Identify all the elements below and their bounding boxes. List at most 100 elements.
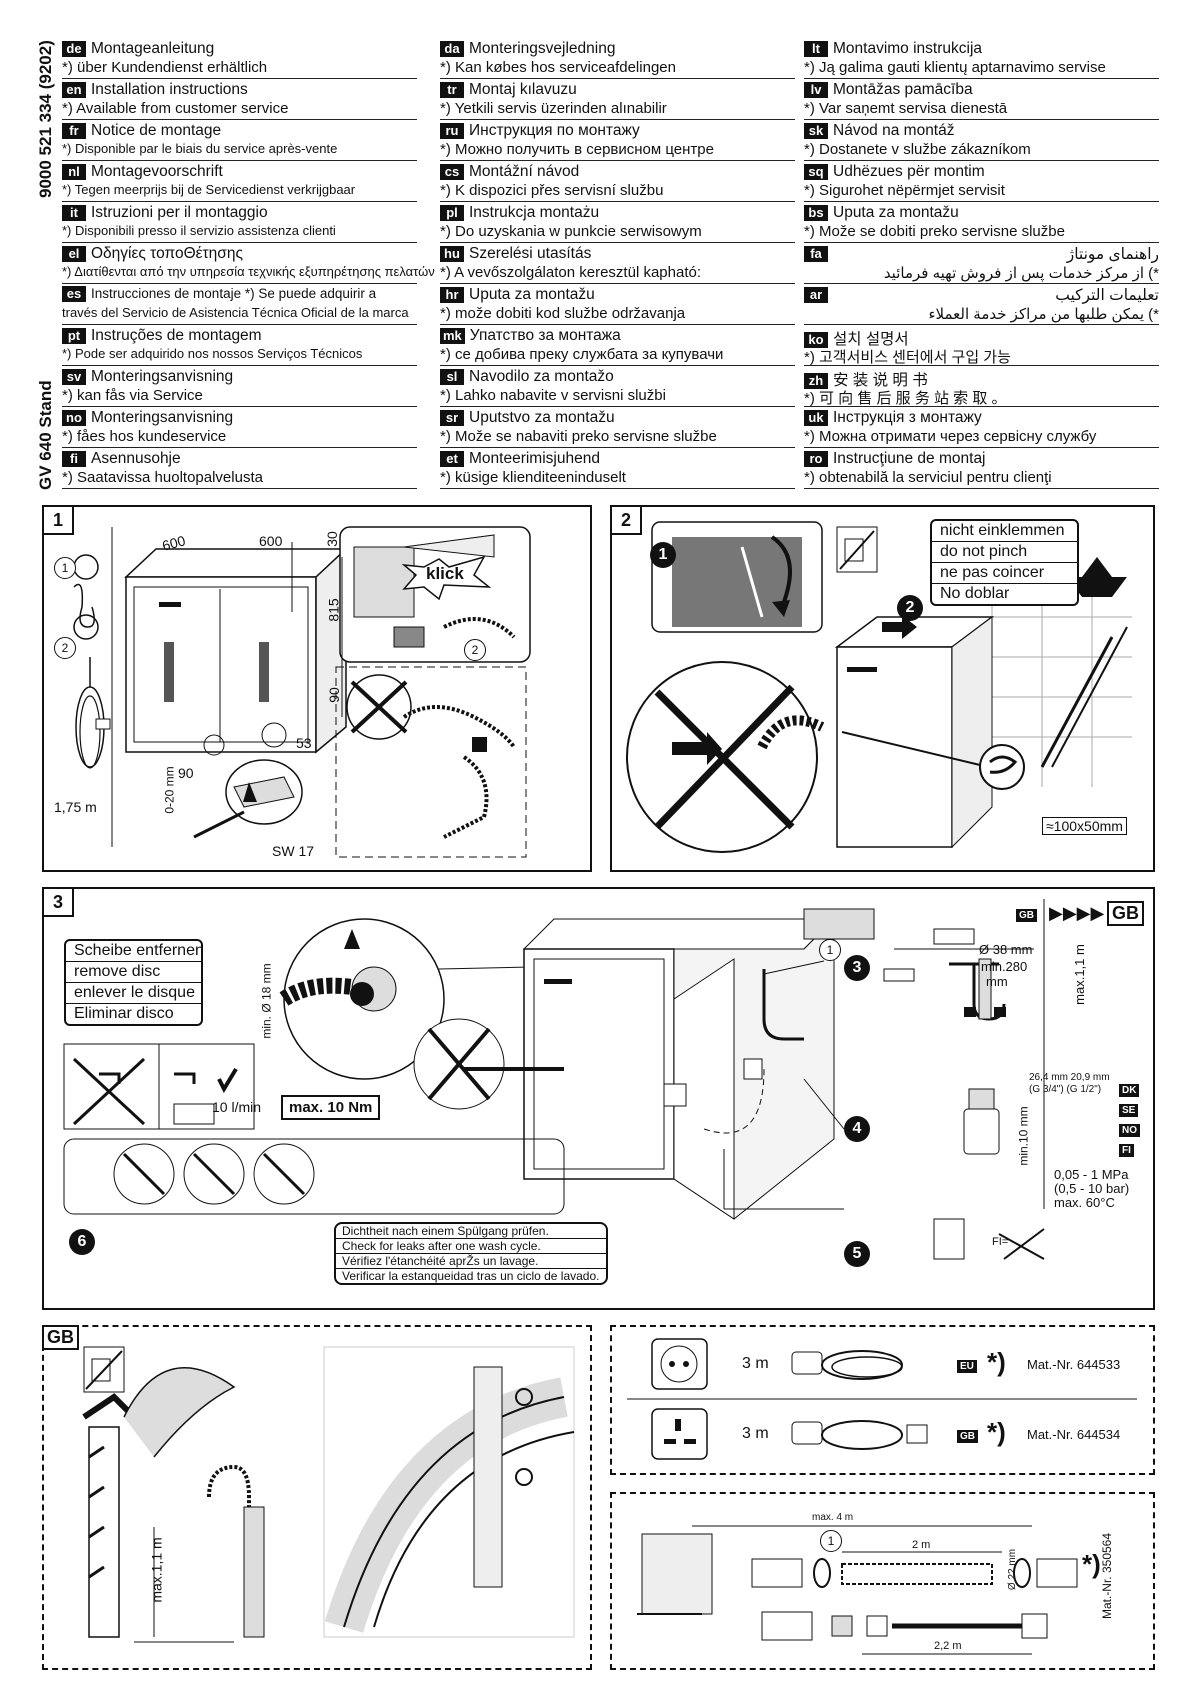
cable-eu-mat: Mat.-Nr. 644533 [1027, 1357, 1121, 1372]
warning-fr: ne pas coincer [932, 563, 1077, 584]
language-availability-note: *) Do uzyskania w punkcie serwisowym [440, 223, 702, 240]
panel-3-connection: 3 [42, 887, 1155, 1310]
language-title: Istruzioni per il montaggio [91, 204, 268, 221]
language-title: Szerelési utasítás [469, 245, 592, 262]
hose-diameter: Ø 22 mm [1007, 1548, 1019, 1591]
language-code-badge: pl [440, 205, 464, 221]
language-title: Montavimo instrukcija [833, 40, 983, 57]
warning-en: do not pinch [932, 542, 1077, 563]
language-availability-note: *) kan fås via Service [62, 387, 203, 404]
language-code-badge: sv [62, 369, 86, 385]
language-entry-sq: sq Udhëzues për montim *) Sigurohet nëpërm… [804, 161, 1159, 202]
hose-marker-1: 1 [819, 939, 841, 961]
flow-rate: 10 l/min [212, 1099, 262, 1115]
check-de: Dichtheit nach einem Spülgang prüfen. [336, 1224, 606, 1239]
language-code-badge: ko [804, 332, 828, 348]
language-code-badge: et [440, 451, 464, 467]
thread-sizes: 26,4 mm 20,9 mm [1029, 1072, 1110, 1083]
min-diameter: min. Ø 18 mm [259, 963, 274, 1039]
language-title: Navodilo za montažo [469, 368, 614, 385]
language-title: Инструкция по монтажу [469, 122, 640, 139]
panel-number: 2 [610, 505, 642, 535]
panel-hose-extension: max. 4 m 1 2 m Ø 22 mm 2,2 m *) Mat.-Nr.… [610, 1492, 1155, 1670]
language-code-badge: sq [804, 164, 828, 180]
language-title: Notice de montage [91, 122, 222, 139]
language-title: Udhëzues për montim [833, 163, 985, 180]
language-title: تعليمات التركيب [1055, 287, 1159, 304]
country-dk: DK [1119, 1084, 1140, 1097]
language-availability-note: *) 可 向 售 后 服 务 站 索 取 。 [804, 390, 1007, 407]
language-title: Monteringsanvisning [91, 409, 234, 426]
language-code-badge: uk [804, 410, 828, 426]
language-availability-note: *) Sigurohet nëpërmjet servisit [804, 182, 1005, 199]
panel-number: 3 [42, 887, 74, 917]
language-availability-note: *) A vevőszolgálaton keresztül kapható: [440, 264, 701, 281]
language-title: Uputstvo za montažu [469, 409, 615, 426]
cable-illustration [627, 1338, 1137, 1460]
language-code-badge: no [62, 410, 86, 426]
language-availability-note: *) Dostanete v službe zákazníkom [804, 141, 1031, 158]
disc-es: Eliminar disco [74, 1005, 174, 1022]
hose-length-2m: 2 m [912, 1539, 931, 1551]
panel-1-dimensions: 1 [42, 505, 592, 872]
panel-number: 1 [42, 505, 74, 535]
cable-eu-length: 3 m [742, 1355, 769, 1372]
language-title: Asennusohje [91, 450, 181, 467]
step-2-marker: 2 [897, 595, 923, 621]
supply-hose-length: 2,2 m [934, 1640, 962, 1652]
gb-panel-illustration [82, 1346, 575, 1643]
language-title: Montāžas pamācība [833, 81, 973, 98]
pinch-warning-box: nicht einklemmen do not pinch ne pas coi… [930, 519, 1079, 606]
country-fi: FI [1119, 1144, 1134, 1157]
language-code-badge: mk [440, 328, 465, 344]
leak-check-box: Dichtheit nach einem Spülgang prüfen. Ch… [334, 1222, 608, 1285]
check-es: Verificar la estanqueidad tras un ciclo … [342, 1269, 600, 1283]
disc-en: remove disc [66, 962, 201, 983]
language-code-badge: de [62, 41, 86, 57]
language-availability-note: *) Može se nabaviti preko servisne služb… [440, 428, 717, 445]
language-code-badge: tr [440, 82, 464, 98]
panel-3-illustration [63, 899, 1045, 1260]
step-5-marker: 5 [844, 1241, 870, 1267]
language-title: Installation instructions [91, 81, 248, 98]
dim-depth: 600 [259, 533, 283, 549]
model-name: GV 640 Stand [36, 380, 55, 490]
language-availability-note: *) Διατίθενται από την υπηρεσία τεχνικής… [62, 264, 435, 279]
panel-1-illustration [73, 526, 531, 858]
language-code-badge: el [62, 246, 86, 262]
language-availability-note: *) Pode ser adquirido nos nossos Serviço… [62, 346, 363, 361]
disc-fr: enlever le disque [66, 983, 201, 1004]
accessory-marker-1: 1 [54, 557, 76, 579]
panel-2-illustration [626, 521, 1132, 853]
language-availability-note: *) се добива преку службата за купувачи [440, 346, 724, 363]
language-title: Montážní návod [469, 163, 580, 180]
pressure-bar: (0,5 - 10 bar) [1054, 1181, 1130, 1196]
language-title: Οδηγίες τοποΘέτησης [91, 245, 243, 262]
fi-switch-label: FI= [992, 1236, 1009, 1248]
hose-marker-1: 1 [820, 1530, 842, 1552]
language-title: Uputa za montažu [469, 286, 595, 303]
hose-max-length: max. 4 m [812, 1512, 854, 1523]
language-title: Упатство за монтажа [469, 327, 621, 344]
language-code-badge: bs [804, 205, 828, 221]
hose-star: *) [1082, 1549, 1101, 1579]
language-availability-note: *) Može se dobiti preko servisne službe [804, 223, 1065, 240]
language-availability-note: *) Lahko nabavite v servisni službi [440, 387, 666, 404]
cable-eu-region: EU [957, 1360, 977, 1373]
language-availability-note: *) K dispozici přes servisní službu [440, 182, 664, 199]
